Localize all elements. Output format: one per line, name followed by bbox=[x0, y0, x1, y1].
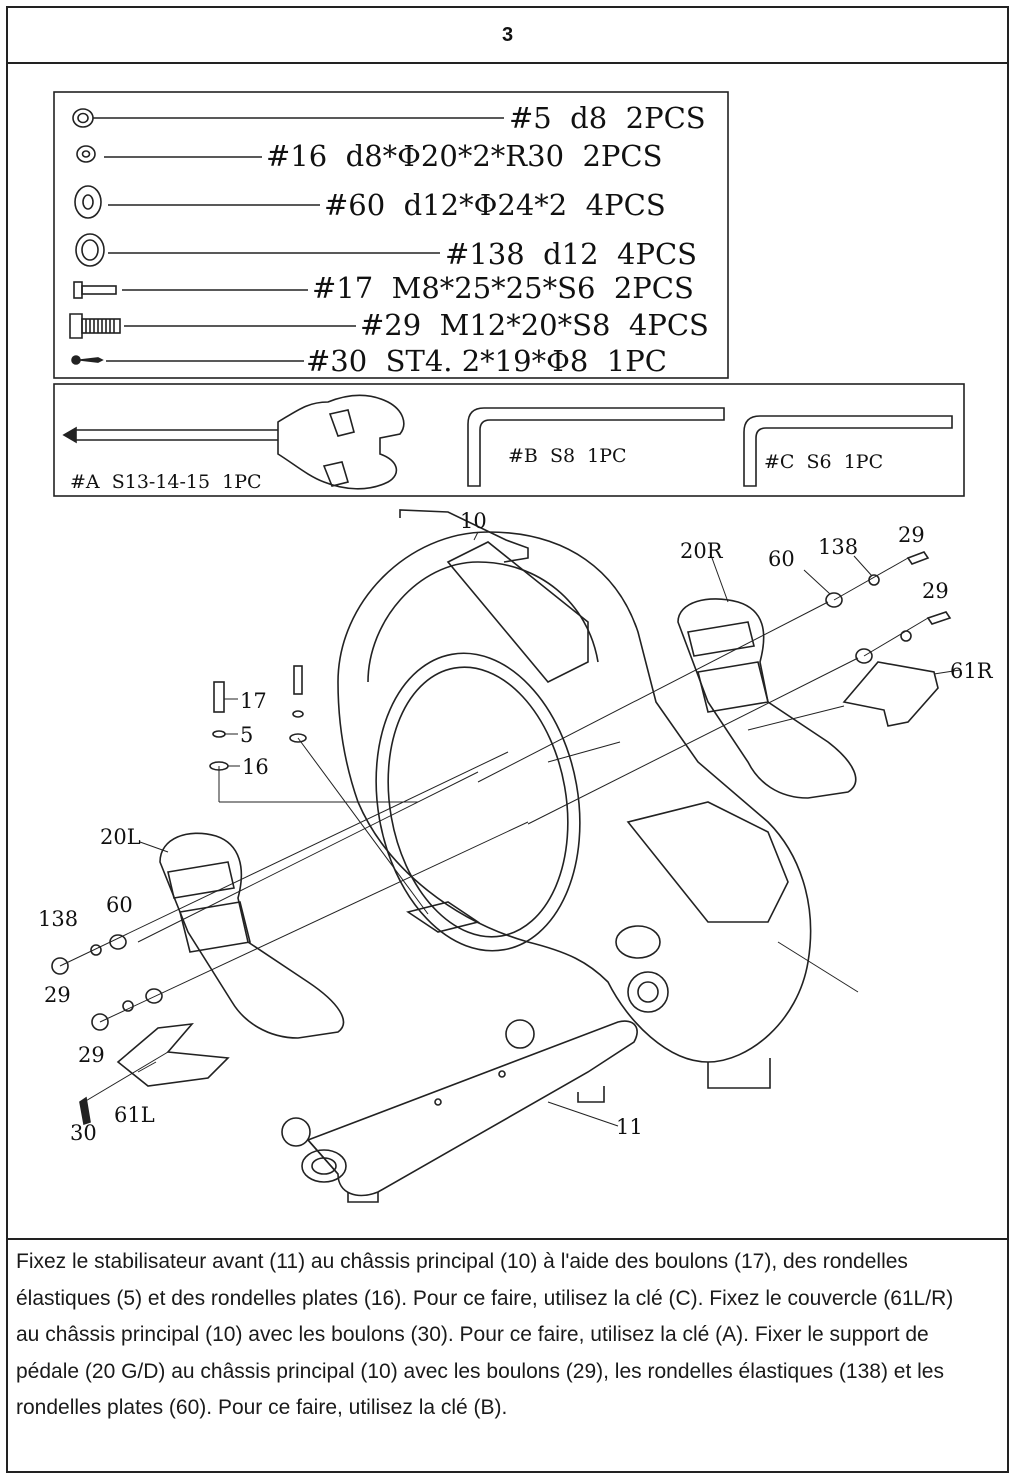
spring-washer-large-icon bbox=[75, 233, 440, 267]
callout-61l: 61L bbox=[114, 1103, 155, 1127]
main-frame-10 bbox=[337, 509, 812, 1089]
assembly-figure: #5 d8 2PCS #16 d8*Φ20*2*R30 2PCS #60 d12… bbox=[8, 62, 1007, 1240]
hw-label-29: #29 M12*20*S8 4PCS bbox=[360, 308, 709, 342]
callout-20r: 20R bbox=[680, 539, 724, 563]
hw-label-138: #138 d12 4PCS bbox=[445, 237, 697, 271]
hw-label-30: #30 ST4. 2*19*Φ8 1PC bbox=[306, 344, 667, 378]
tool-label-c: #C S6 1PC bbox=[764, 451, 883, 473]
flat-washer-icon bbox=[74, 185, 320, 219]
callout-29l1: 29 bbox=[44, 983, 71, 1007]
washers-right bbox=[825, 551, 952, 664]
hw-label-17: #17 M8*25*25*S6 2PCS bbox=[312, 271, 694, 305]
callout-10: 10 bbox=[460, 509, 487, 533]
front-stabilizer-11 bbox=[281, 1019, 638, 1203]
allen-key-icon bbox=[743, 415, 953, 487]
hardware-box bbox=[53, 91, 729, 379]
callout-29r2: 29 bbox=[922, 579, 949, 603]
wrench-screwdriver-icon bbox=[62, 394, 405, 490]
hw-label-60: #60 d12*Φ24*2 4PCS bbox=[324, 188, 666, 222]
threaded-bolt-icon bbox=[69, 313, 356, 339]
step-frame: 3 bbox=[6, 6, 1009, 1473]
callout-30: 30 bbox=[70, 1121, 97, 1145]
callout-29l2: 29 bbox=[78, 1043, 105, 1067]
cover-61r bbox=[842, 661, 939, 727]
callout-17: 17 bbox=[240, 689, 267, 713]
callout-leaders bbox=[137, 531, 961, 1127]
bolt-icon bbox=[73, 281, 308, 299]
callout-60l: 60 bbox=[106, 893, 133, 917]
callout-138r: 138 bbox=[818, 535, 858, 559]
pedal-bracket-20r bbox=[677, 598, 857, 799]
pedal-bracket-20l bbox=[159, 832, 345, 1039]
screw-icon bbox=[71, 355, 304, 365]
callout-61r: 61R bbox=[950, 659, 994, 683]
allen-key-icon bbox=[467, 407, 725, 487]
hw-label-5: #5 d8 2PCS bbox=[509, 101, 706, 135]
assembly-diagram: #5 d8 2PCS #16 d8*Φ20*2*R30 2PCS #60 d12… bbox=[38, 91, 994, 1203]
spring-washer-icon bbox=[72, 108, 504, 128]
callout-11: 11 bbox=[616, 1115, 643, 1139]
tools-box bbox=[53, 383, 965, 497]
step-number: 3 bbox=[8, 8, 1007, 64]
callout-29r1: 29 bbox=[898, 523, 925, 547]
hw-label-16: #16 d8*Φ20*2*R30 2PCS bbox=[266, 139, 662, 173]
tool-label-b: #B S8 1PC bbox=[508, 445, 627, 467]
callout-60r: 60 bbox=[768, 547, 795, 571]
assembly-lines bbox=[59, 557, 929, 1103]
tool-label-a: #A S13-14-15 1PC bbox=[70, 471, 262, 493]
screw-30 bbox=[79, 1096, 91, 1126]
callout-16: 16 bbox=[242, 755, 269, 779]
curved-washer-icon bbox=[76, 145, 262, 163]
callout-138l: 138 bbox=[38, 907, 78, 931]
cover-61l bbox=[116, 1022, 230, 1087]
callout-5: 5 bbox=[240, 723, 253, 747]
instructions-text: Fixez le stabilisateur avant (11) au châ… bbox=[16, 1250, 954, 1419]
callout-20l: 20L bbox=[100, 825, 141, 849]
